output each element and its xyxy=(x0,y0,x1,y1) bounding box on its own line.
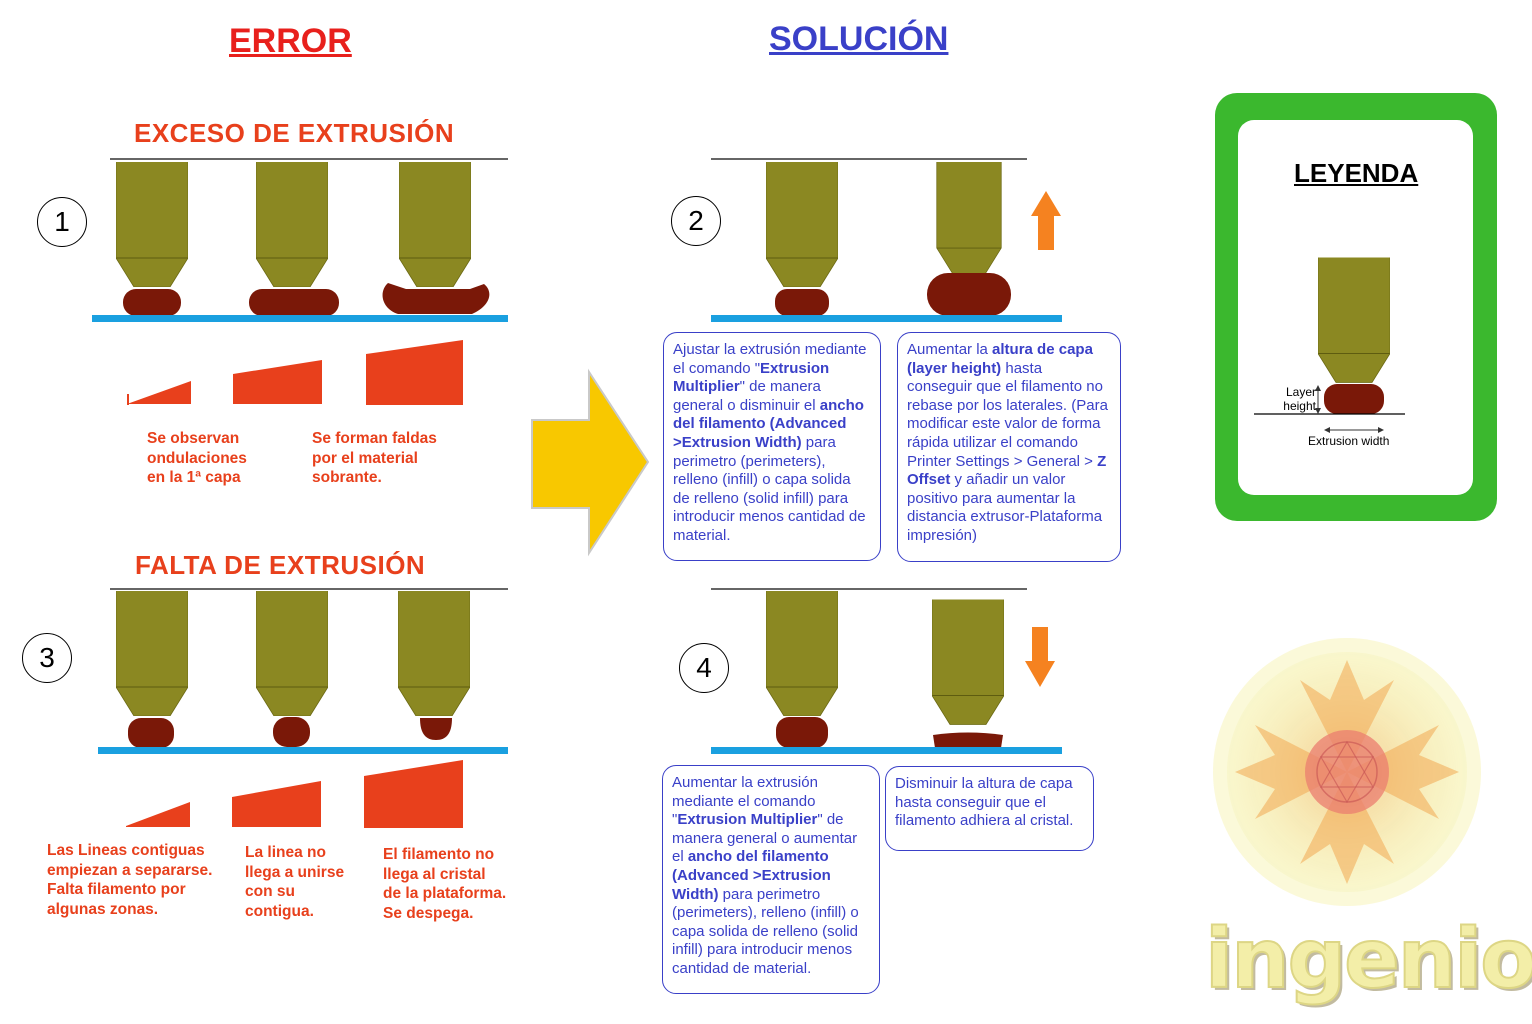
caption-faldas: Se forman faldas por el material sobrant… xyxy=(312,430,437,486)
step-number-1: 1 xyxy=(37,197,87,247)
bold-text-run: Extrusion Multiplier xyxy=(673,359,830,396)
solution-box-2a: Ajustar la extrusión mediante el comando… xyxy=(663,332,881,561)
solution-2-diagram xyxy=(711,158,1062,322)
caption-ondulaciones: Se observan ondulaciones en la 1ª capa xyxy=(147,430,247,486)
falta-diagram xyxy=(98,588,508,828)
solution-box-4b: Disminuir la altura de capa hasta conseg… xyxy=(885,766,1094,851)
bold-text-run: altura de capa (layer height) xyxy=(907,341,1093,377)
legend-panel xyxy=(1215,93,1497,521)
platform xyxy=(711,747,1062,754)
arrow-down-icon xyxy=(1025,627,1055,687)
falta-extrusion-title: FALTA DE EXTRUSIÓN xyxy=(135,550,426,580)
caption-no-unirse: La linea no llega a unirse con su contig… xyxy=(245,844,345,920)
filament-bead xyxy=(775,289,829,316)
text-run: para perimetro (perimeters), relleno (in… xyxy=(673,433,866,544)
nozzle-icon xyxy=(116,162,188,287)
filament-bead xyxy=(927,273,1011,316)
big-arrow-icon xyxy=(531,368,650,557)
filament-bead xyxy=(1324,384,1384,414)
step-number-3: 3 xyxy=(22,633,72,683)
nozzle-icon xyxy=(936,162,1002,274)
error-heading: ERROR xyxy=(229,22,352,60)
filament-bead xyxy=(776,717,828,748)
platform xyxy=(92,315,508,322)
legend-title: LEYENDA xyxy=(1294,158,1419,188)
exceso-extrusion-title: EXCESO DE EXTRUSIÓN xyxy=(134,118,455,148)
caption-separarse: Las Lineas contiguas empiezan a separars… xyxy=(47,842,213,918)
filament-bead xyxy=(128,718,174,748)
filament-bead xyxy=(420,718,452,740)
filament-bead xyxy=(249,289,339,316)
bold-text-run: ancho del filamento (Advanced >Extrusion… xyxy=(673,396,864,451)
text-run: para perimetro (perimeters), relleno (in… xyxy=(672,885,859,977)
bold-text-run: ancho del filamento (Advanced >Extrusion… xyxy=(672,848,831,903)
nozzle-icon xyxy=(932,598,1004,726)
text-run: Aumentar la xyxy=(907,341,993,358)
nozzle-icon xyxy=(398,591,470,716)
bold-text-run: Z Offset xyxy=(907,452,1107,489)
solution-box-2b: Aumentar la altura de capa (layer height… xyxy=(897,332,1121,562)
nozzle-icon xyxy=(256,591,328,716)
nozzle-icon xyxy=(766,591,838,716)
arrow-up-icon xyxy=(1031,191,1061,250)
text-run: Aumentar la extrusión mediante el comand… xyxy=(672,774,818,829)
step-number-2: 2 xyxy=(671,196,721,246)
text-run: y añadir un valor positivo para aumentar… xyxy=(907,471,1103,544)
exceso-diagram xyxy=(92,158,508,405)
nozzle-icon xyxy=(766,162,838,287)
filament-bead xyxy=(123,289,181,316)
bold-text-run: Extrusion Multiplier xyxy=(677,811,818,829)
nozzle-icon xyxy=(399,162,471,287)
platform xyxy=(98,747,508,754)
logo-wordmark: ingenio xyxy=(1204,911,1532,1008)
nozzle-icon xyxy=(116,591,188,716)
text-run: Ajustar la extrusión mediante el comando… xyxy=(673,341,867,377)
filament-bead xyxy=(273,717,310,747)
text-run: Disminuir la altura de capa hasta conseg… xyxy=(895,775,1074,830)
text-run: " de manera general o disminuir el xyxy=(673,378,821,414)
filament-skirt xyxy=(382,283,490,314)
caption-no-llega: El filamento no llega al cristal de la p… xyxy=(383,846,507,922)
solution-heading: SOLUCIÓN xyxy=(769,20,949,58)
nozzle-icon xyxy=(256,162,328,287)
filament-bead xyxy=(933,732,1003,748)
solution-4-diagram xyxy=(711,588,1062,754)
platform xyxy=(711,315,1062,322)
text-run: " de manera general o aumentar el xyxy=(672,811,858,866)
nozzle-icon xyxy=(1318,256,1390,384)
text-run: hasta conseguir que el filamento no reba… xyxy=(907,359,1108,470)
ingenio-logo xyxy=(1213,638,1481,906)
solution-box-4a: Aumentar la extrusión mediante el comand… xyxy=(662,765,880,994)
legend-extrusion-width: Extrusion width xyxy=(1308,434,1390,448)
legend-layer-height: Layer height xyxy=(1283,385,1316,413)
step-number-4: 4 xyxy=(679,643,729,693)
